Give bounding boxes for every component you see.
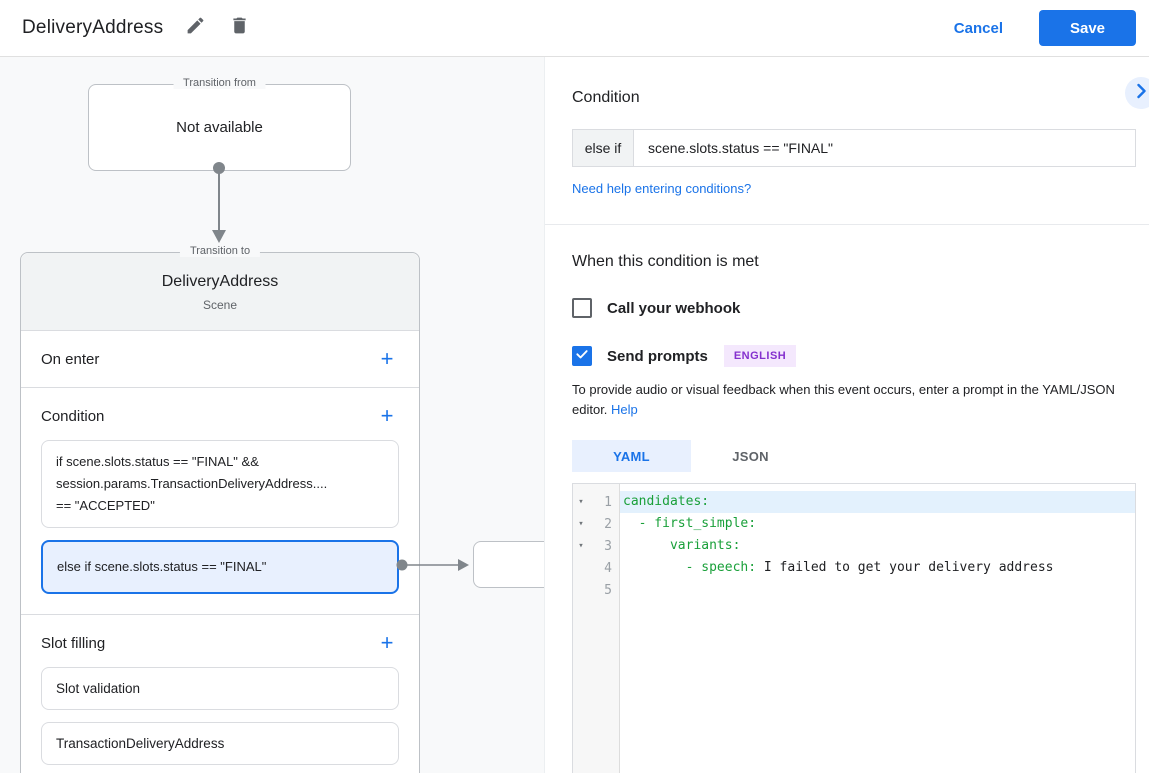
code-line[interactable] xyxy=(620,579,1135,601)
scene-flow-canvas: Transition from Not available Transition… xyxy=(0,57,545,773)
transition-from-value: Not available xyxy=(176,119,263,136)
code-segment: variants: xyxy=(623,538,741,554)
gutter-line[interactable]: ▾1 xyxy=(573,491,619,513)
trash-icon xyxy=(229,15,250,41)
section-divider xyxy=(545,224,1149,225)
prompt-help-text: To provide audio or visual feedback when… xyxy=(572,380,1134,420)
down-arrow-connector xyxy=(212,162,226,243)
send-prompts-label: Send prompts xyxy=(607,347,708,365)
cancel-button[interactable]: Cancel xyxy=(953,19,1003,37)
fold-arrow-icon[interactable]: ▾ xyxy=(578,519,584,530)
gutter-line[interactable]: 4 xyxy=(573,557,619,579)
checkmark-icon xyxy=(575,347,589,366)
code-line[interactable]: - first_simple: xyxy=(620,513,1135,535)
code-line[interactable]: candidates: xyxy=(620,491,1135,514)
scene-name: DeliveryAddress xyxy=(161,273,279,290)
scene-card: Transition to DeliveryAddress Scene On e… xyxy=(20,245,420,773)
condition-section: Condition + if scene.slots.status == "FI… xyxy=(21,388,419,615)
condition-box-if[interactable]: if scene.slots.status == "FINAL" && sess… xyxy=(41,440,399,528)
code-segment: I failed to get your delivery address xyxy=(756,560,1054,576)
webhook-row: Call your webhook xyxy=(572,298,1136,318)
send-prompts-checkbox[interactable] xyxy=(572,346,592,366)
slot-validation-box[interactable]: Slot validation xyxy=(41,667,399,710)
slot-filling-label: Slot filling xyxy=(41,634,106,652)
add-slot-button[interactable]: + xyxy=(375,630,399,655)
condition-met-title: When this condition is met xyxy=(572,253,759,270)
fold-arrow-icon[interactable]: ▾ xyxy=(578,497,584,508)
line-number: 1 xyxy=(604,494,612,510)
gutter-line[interactable]: ▾3 xyxy=(573,535,619,557)
line-number: 2 xyxy=(604,516,612,532)
code-segment: candidates: xyxy=(623,494,710,510)
prompt-help-body: To provide audio or visual feedback when… xyxy=(572,382,1115,418)
line-number: 4 xyxy=(604,560,612,576)
editor-tabs: YAML JSON xyxy=(572,440,1136,473)
code-segment: - speech: xyxy=(623,560,757,576)
condition-box-else-if[interactable]: else if scene.slots.status == "FINAL" xyxy=(41,540,399,594)
transition-from-legend: Transition from xyxy=(173,77,266,89)
pencil-icon xyxy=(185,15,206,41)
transition-to-legend: Transition to xyxy=(179,245,261,257)
code-line[interactable]: - speech: I failed to get your delivery … xyxy=(620,557,1135,579)
transition-from-box: Transition from Not available xyxy=(88,77,351,171)
condition-help-link[interactable]: Need help entering conditions? xyxy=(572,181,752,196)
condition-section-label: Condition xyxy=(41,407,105,425)
on-enter-row[interactable]: On enter + xyxy=(21,331,419,388)
slot-transaction-box[interactable]: TransactionDeliveryAddress xyxy=(41,722,399,765)
send-prompts-row: Send prompts ENGLISH xyxy=(572,345,1136,367)
editor-code[interactable]: candidates: - first_simple: variants: - … xyxy=(620,484,1135,773)
condition-prefix: else if xyxy=(572,129,634,167)
top-bar: DeliveryAddress Cancel Save xyxy=(0,0,1149,57)
webhook-checkbox[interactable] xyxy=(572,298,592,318)
tab-yaml[interactable]: YAML xyxy=(572,440,691,473)
collapse-panel-button[interactable] xyxy=(1125,77,1149,109)
gutter-line[interactable]: ▾2 xyxy=(573,513,619,535)
code-segment: - first_simple: xyxy=(623,516,757,532)
inspector-title: Condition xyxy=(572,89,640,106)
condition-expression-input[interactable] xyxy=(634,129,1136,167)
save-button[interactable]: Save xyxy=(1039,10,1136,46)
plus-icon: + xyxy=(380,630,394,655)
slot-filling-section: Slot filling + Slot validation Transacti… xyxy=(21,615,419,773)
scene-card-header[interactable]: DeliveryAddress Scene xyxy=(21,253,419,331)
page-title: DeliveryAddress xyxy=(22,17,164,38)
add-on-enter-button[interactable]: + xyxy=(375,346,399,371)
language-badge: ENGLISH xyxy=(723,345,797,367)
line-number: 3 xyxy=(604,538,612,554)
plus-icon: + xyxy=(380,346,394,371)
fold-arrow-icon[interactable]: ▾ xyxy=(578,541,584,552)
gutter-line[interactable]: 5 xyxy=(573,579,619,601)
plus-icon: + xyxy=(380,403,394,428)
tab-json[interactable]: JSON xyxy=(732,448,769,464)
webhook-label: Call your webhook xyxy=(607,299,741,317)
add-condition-button[interactable]: + xyxy=(375,403,399,428)
chevron-right-icon xyxy=(1129,79,1149,108)
condition-inspector-panel: Condition else if Need help entering con… xyxy=(545,57,1149,773)
on-enter-label: On enter xyxy=(41,350,100,368)
help-link[interactable]: Help xyxy=(611,402,638,418)
condition-input-row: else if xyxy=(572,129,1136,167)
code-line[interactable]: variants: xyxy=(620,535,1135,557)
edit-scene-button[interactable] xyxy=(183,16,207,40)
scene-type-label: Scene xyxy=(202,298,238,312)
transition-target-box[interactable] xyxy=(473,541,544,588)
line-number: 5 xyxy=(604,582,612,598)
delete-scene-button[interactable] xyxy=(227,16,251,40)
